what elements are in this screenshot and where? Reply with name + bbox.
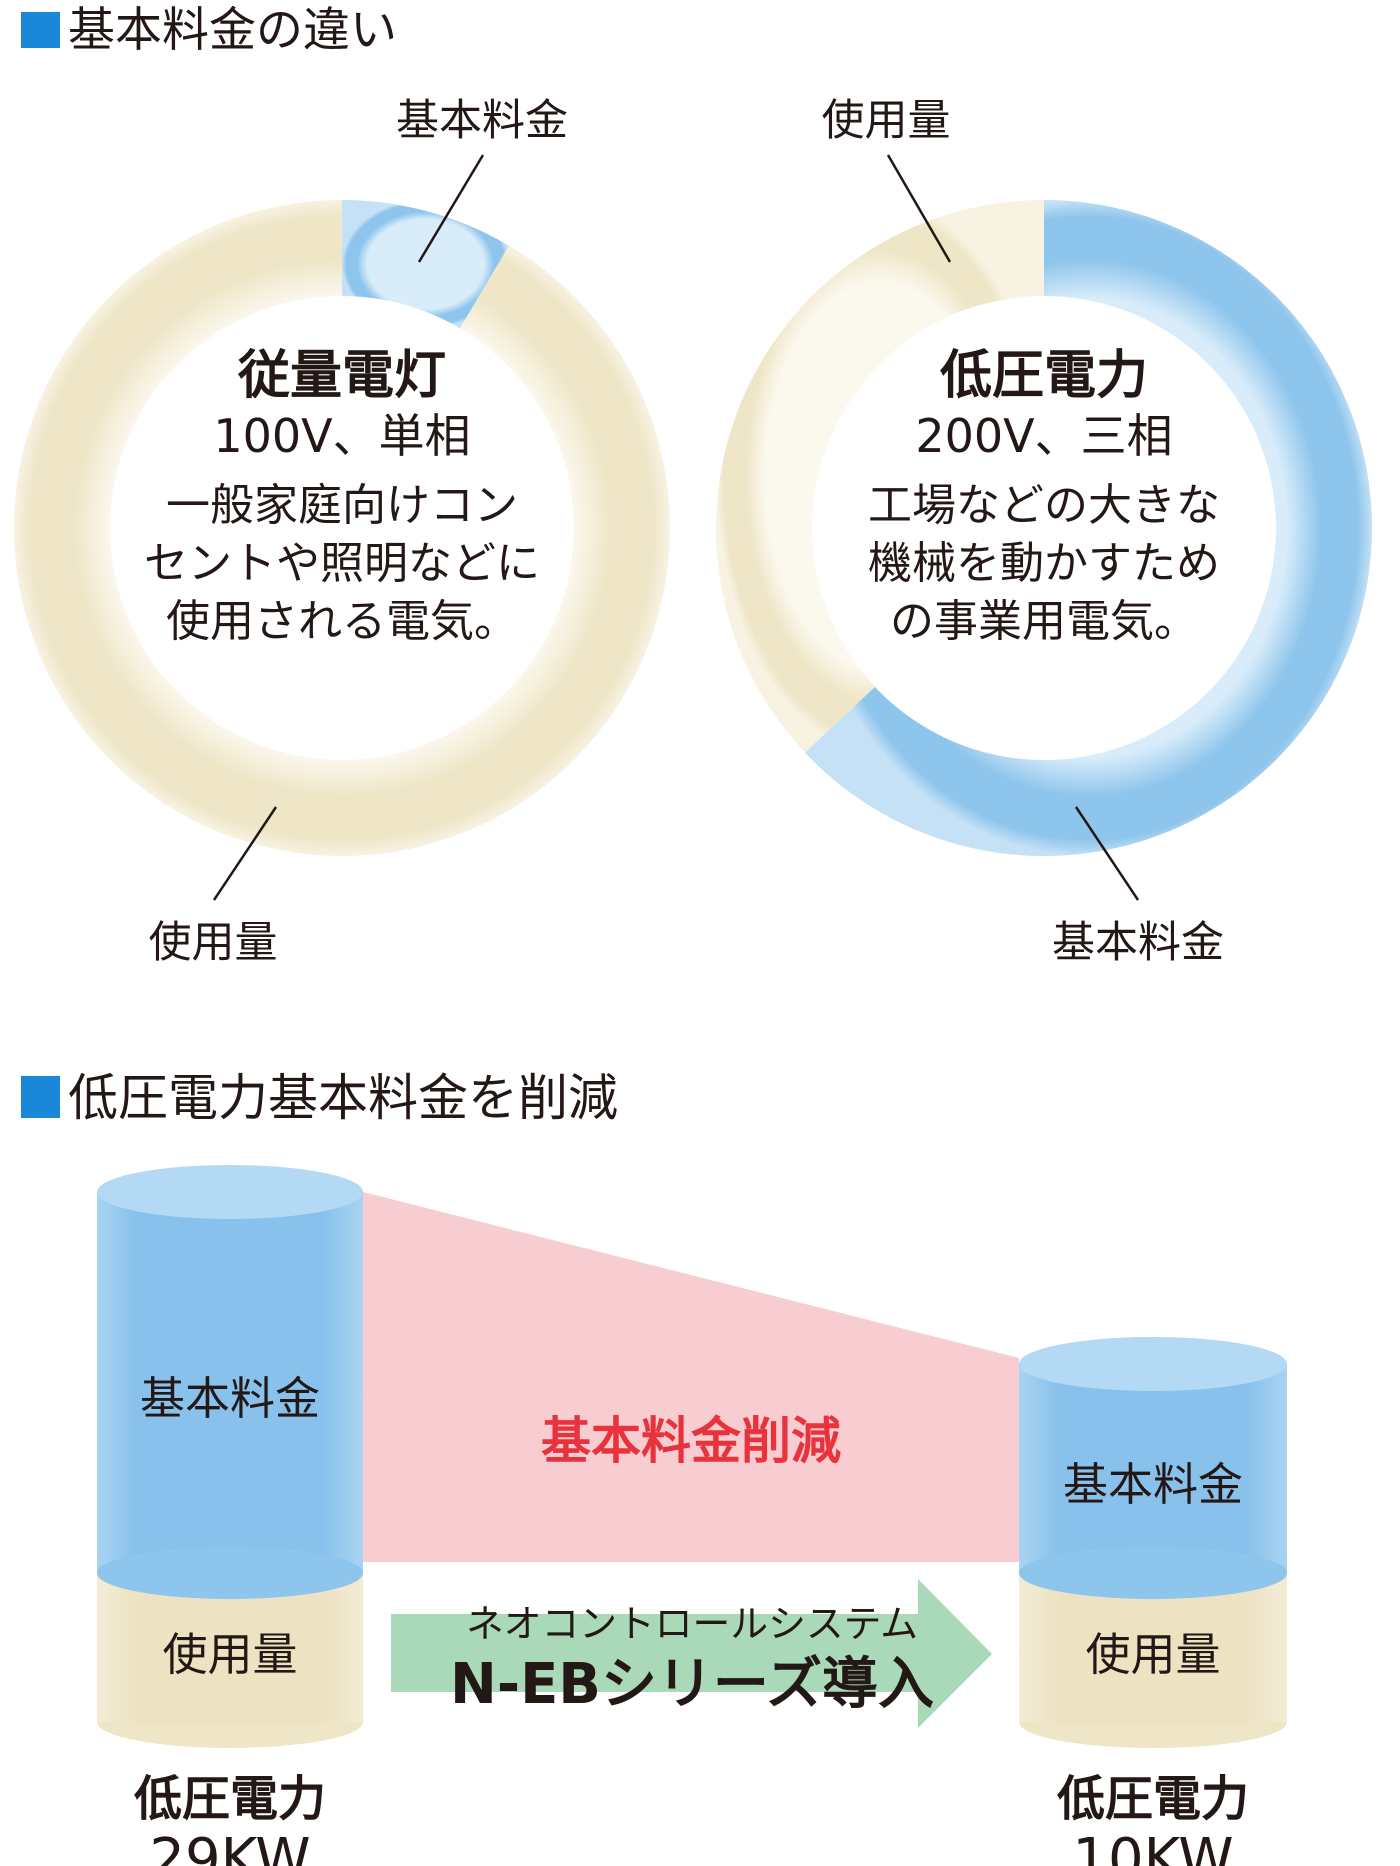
- right-donut: 低圧電力 200V、三相 工場などの大きな 機械を動かすため の事業用電気。 使…: [715, 96, 1372, 968]
- after-usage-label: 使用量: [1085, 1628, 1220, 1681]
- leader-line: [212, 806, 278, 901]
- section-marker-icon: [21, 1076, 60, 1118]
- left-donut-spec: 100V、単相: [213, 409, 470, 463]
- usage-segment: [715, 200, 1044, 753]
- left-label-usage: 使用量: [149, 918, 278, 968]
- reduction-label: 基本料金削減: [541, 1412, 841, 1470]
- leader-line: [1074, 806, 1140, 901]
- after-power: 10KW: [1072, 1827, 1233, 1866]
- arrow-right-icon: [391, 1579, 992, 1728]
- after-cylinder: 基本料金 使用量: [1019, 1337, 1287, 1748]
- before-name: 低圧電力: [134, 1771, 326, 1827]
- left-donut-desc: 一般家庭向けコン: [166, 480, 518, 531]
- right-label-usage: 使用量: [822, 96, 951, 146]
- right-donut-name: 低圧電力: [940, 346, 1148, 406]
- section-marker-icon: [21, 12, 60, 48]
- before-usage-label: 使用量: [162, 1628, 297, 1681]
- before-power: 29KW: [149, 1827, 310, 1866]
- left-label-basic: 基本料金: [396, 96, 568, 146]
- before-basic-label: 基本料金: [140, 1372, 320, 1425]
- arrow-line1: ネオコントロールシステム: [466, 1602, 918, 1646]
- after-basic-label: 基本料金: [1063, 1458, 1243, 1511]
- left-donut-desc: 使用される電気。: [166, 596, 518, 647]
- right-donut-desc: の事業用電気。: [890, 596, 1198, 647]
- basic-fee-segment: [804, 200, 1372, 856]
- right-donut-desc: 機械を動かすため: [868, 538, 1220, 589]
- right-donut-desc: 工場などの大きな: [868, 480, 1220, 531]
- after-name: 低圧電力: [1057, 1771, 1249, 1827]
- arrow-line2: N-EBシリーズ導入: [450, 1652, 934, 1717]
- section1-title: 基本料金の違い: [68, 3, 397, 58]
- left-donut: 従量電灯 100V、単相 一般家庭向けコン セントや照明などに 使用される電気。…: [13, 96, 670, 968]
- left-donut-desc: セントや照明などに: [144, 538, 540, 589]
- basic-fee-segment: [342, 200, 509, 329]
- right-donut-spec: 200V、三相: [915, 409, 1172, 463]
- before-cylinder: 基本料金 使用量: [97, 1165, 363, 1748]
- leader-line: [886, 154, 952, 263]
- section2-title: 低圧電力基本料金を削減: [68, 1069, 618, 1127]
- reduction-area: [363, 1192, 1019, 1562]
- leader-line: [417, 154, 485, 263]
- left-donut-name: 従量電灯: [237, 346, 446, 406]
- right-label-basic: 基本料金: [1052, 918, 1224, 968]
